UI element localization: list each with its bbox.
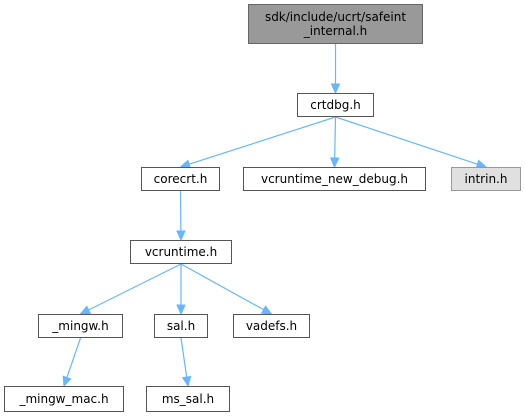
node-vcruntime-h-label: vcruntime.h (144, 245, 218, 259)
node-safeint-internal-h-line2: _internal.h (303, 24, 368, 38)
node-vcruntime-new-debug-h-label: vcruntime_new_debug.h (260, 172, 409, 186)
node-corecrt-h-label: corecrt.h (153, 172, 208, 186)
edge-line (180, 263, 264, 311)
node-safeint-internal-h-line1: sdk/include/ucrt/safeint (264, 10, 407, 24)
edge-arrowhead (79, 305, 92, 315)
edge-line (180, 337, 188, 378)
node-mingw-h[interactable]: _mingw.h (38, 314, 123, 338)
node-mingw-mac-h-label: _mingw_mac.h (19, 392, 109, 406)
edge-arrowhead (330, 83, 341, 95)
node-mingw-mac-h[interactable]: _mingw_mac.h (4, 386, 124, 412)
node-mingw-h-label: _mingw.h (52, 319, 109, 333)
edge-root-to-crtdbg (330, 44, 341, 95)
node-vadefs-h[interactable]: vadefs.h (233, 314, 310, 338)
edge-mingw-to-mingw-mac (62, 337, 82, 388)
edge-line (188, 116, 336, 165)
edge-line (88, 263, 182, 311)
node-corecrt-h[interactable]: corecrt.h (141, 167, 220, 191)
edge-vcruntime-to-vadefs (180, 263, 273, 315)
node-intrin-h-label: intrin.h (464, 172, 508, 186)
node-vadefs-h-label: vadefs.h (245, 319, 298, 333)
edge-vcruntime-to-sal (176, 264, 186, 316)
edge-sal-to-ms-sal (180, 337, 192, 388)
edge-corecrt-to-vcruntime (176, 190, 186, 242)
edge-line (66, 337, 82, 378)
node-ms-sal-h-label: ms_sal.h (161, 392, 215, 406)
edge-line (334, 116, 337, 159)
edge-arrowhead (176, 304, 186, 316)
node-crtdbg-h[interactable]: crtdbg.h (297, 93, 374, 117)
edge-vcruntime-to-mingw (79, 263, 182, 315)
node-crtdbg-h-label: crtdbg.h (310, 98, 361, 112)
edge-arrowhead (62, 375, 72, 388)
edge-crtdbg-to-intrin (335, 116, 488, 169)
node-sal-h-label: sal.h (166, 319, 196, 333)
edge-crtdbg-to-corecrt (179, 116, 336, 169)
edge-arrowhead (260, 305, 273, 315)
node-sal-h[interactable]: sal.h (154, 314, 208, 338)
edge-arrowhead (181, 375, 192, 388)
node-intrin-h: intrin.h (451, 167, 521, 191)
edge-arrowhead (329, 157, 340, 169)
node-ms-sal-h[interactable]: ms_sal.h (146, 386, 230, 412)
edge-line (335, 116, 478, 165)
node-vcruntime-h[interactable]: vcruntime.h (130, 240, 232, 264)
node-safeint-internal-h: sdk/include/ucrt/safeint _internal.h (248, 4, 423, 44)
edge-crtdbg-to-newdebug (329, 116, 340, 169)
edge-arrowhead (176, 230, 186, 242)
node-vcruntime-new-debug-h[interactable]: vcruntime_new_debug.h (243, 167, 426, 191)
